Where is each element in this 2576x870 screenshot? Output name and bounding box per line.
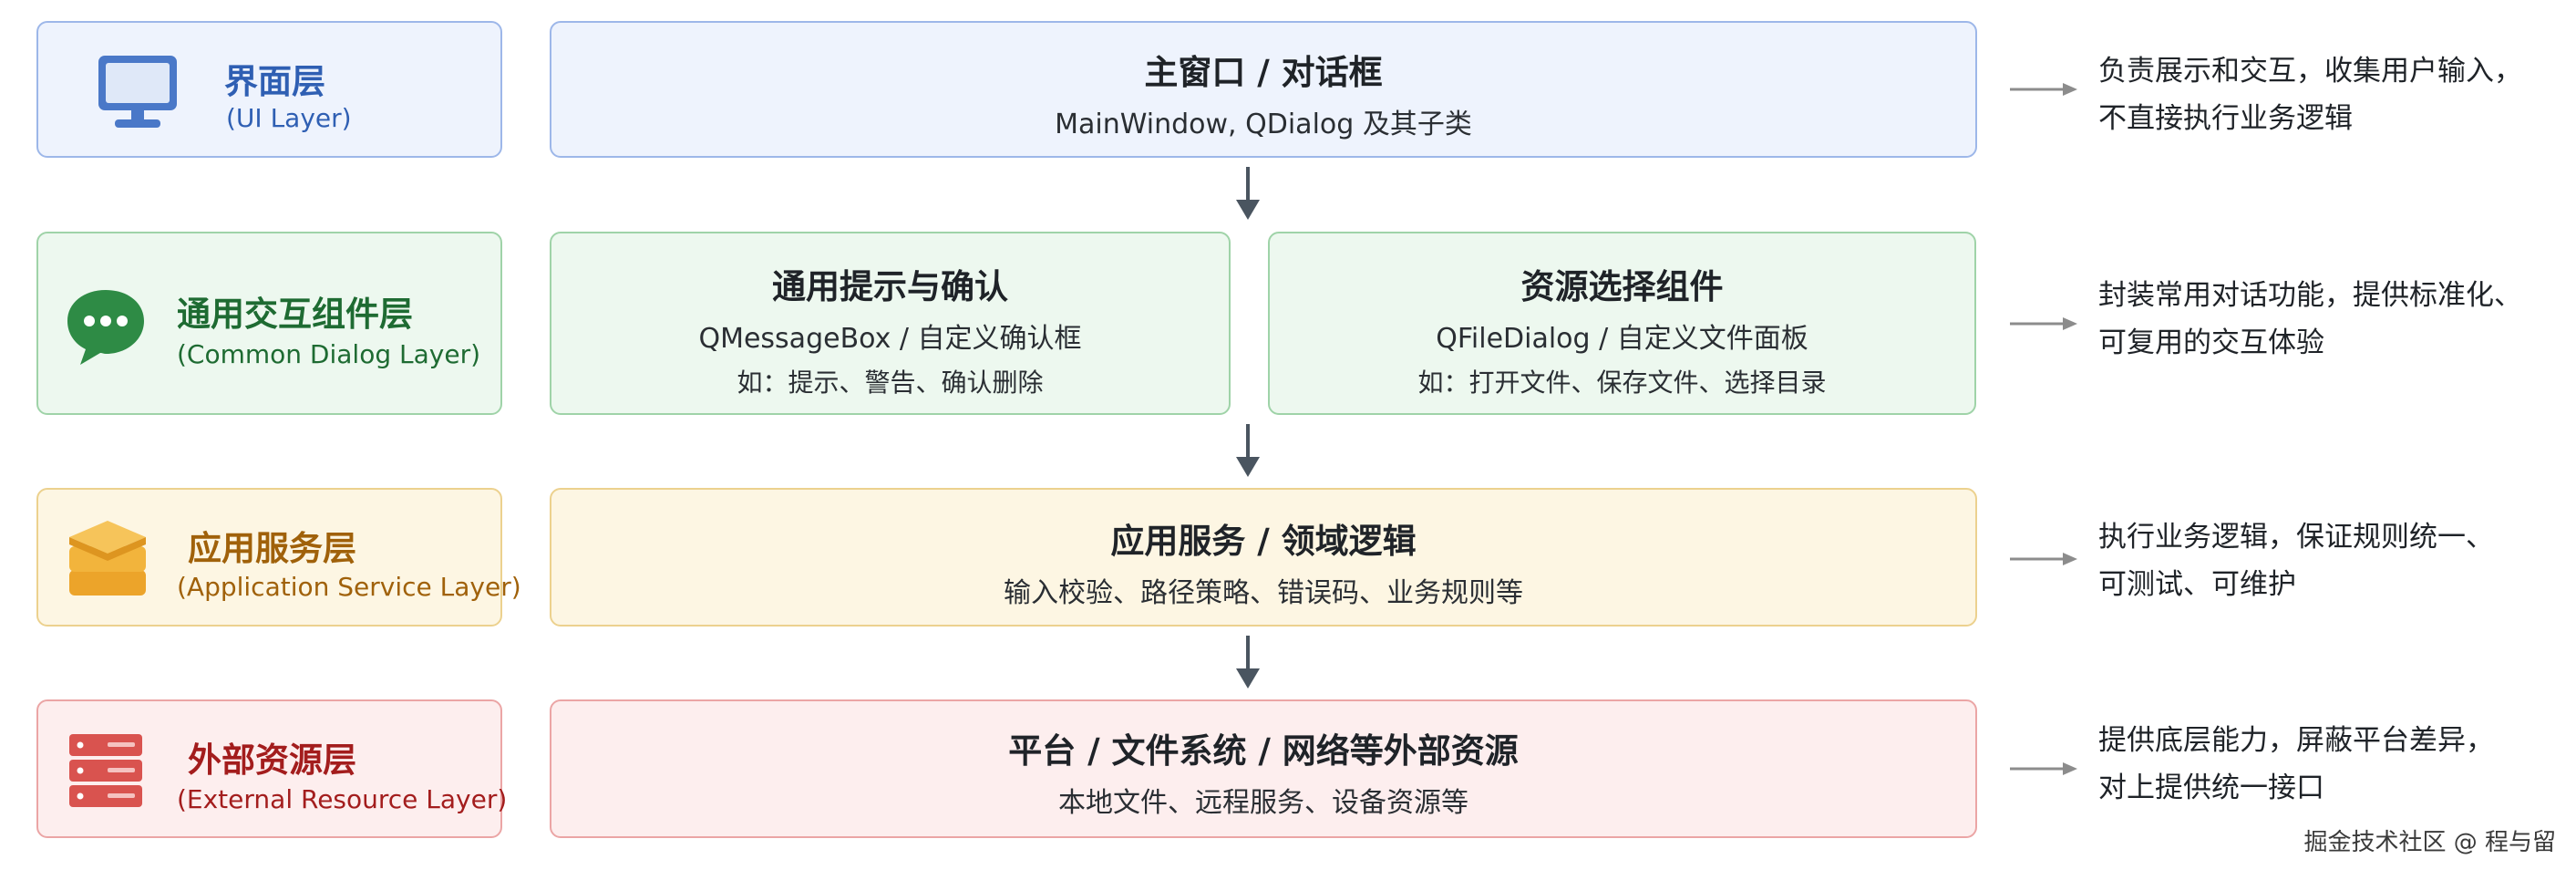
ui-layer-label-box: 界面层 (UI Layer) — [36, 21, 502, 158]
layers-stack-icon — [69, 521, 146, 596]
layer-title: 界面层 — [224, 62, 325, 101]
description-line: 负责展示和交互，收集用户输入， — [2098, 55, 2522, 88]
layer-title: 外部资源层 — [188, 741, 356, 780]
down-arrow-icon — [1236, 636, 1260, 689]
layer-description: 封装常用对话功能，提供标准化、 可复用的交互体验 — [2098, 272, 2522, 367]
down-arrow-icon — [1236, 424, 1260, 477]
layer-title: 通用交互组件层 — [177, 295, 413, 334]
service-layer-label-box: 应用服务层 (Application Service Layer) — [36, 488, 521, 627]
external-resource-card: 平台 / 文件系统 / 网络等外部资源 本地文件、远程服务、设备资源等 — [550, 699, 1977, 838]
layer-subtitle: (UI Layer) — [226, 103, 352, 133]
card-title: 主窗口 / 对话框 — [1144, 53, 1383, 92]
layer-subtitle: (Application Service Layer) — [177, 572, 521, 602]
card-title: 应用服务 / 领域逻辑 — [1110, 522, 1417, 561]
chat-bubble-icon — [67, 290, 144, 365]
card-line: QMessageBox / 自定义确认框 — [698, 323, 1082, 355]
monitor-icon — [98, 56, 177, 128]
layer-subtitle: (Common Dialog Layer) — [177, 339, 481, 369]
card-line: 输入校验、路径策略、错误码、业务规则等 — [1004, 577, 1523, 609]
right-arrow-icon — [2010, 553, 2077, 565]
description-line: 不直接执行业务逻辑 — [2098, 102, 2353, 135]
description-line: 封装常用对话功能，提供标准化、 — [2098, 279, 2522, 312]
layer-subtitle: (External Resource Layer) — [177, 784, 508, 814]
server-icon — [69, 734, 142, 807]
card-line: 本地文件、远程服务、设备资源等 — [1058, 787, 1468, 819]
layer-description: 负责展示和交互，收集用户输入， 不直接执行业务逻辑 — [2098, 47, 2522, 142]
description-line: 提供底层能力，屏蔽平台差异， — [2098, 724, 2494, 757]
card-line: QFileDialog / 自定义文件面板 — [1436, 323, 1808, 355]
right-arrow-icon — [2010, 317, 2077, 330]
down-arrow-icon — [1236, 167, 1260, 220]
card-title: 平台 / 文件系统 / 网络等外部资源 — [1008, 731, 1519, 771]
layer-title: 应用服务层 — [188, 529, 356, 568]
card-title: 通用提示与确认 — [772, 267, 1008, 306]
card-example: 如：提示、警告、确认删除 — [737, 368, 1044, 398]
watermark: 掘金技术社区 @ 程与留 — [2303, 829, 2556, 856]
description-line: 可复用的交互体验 — [2098, 326, 2324, 359]
card-title: 资源选择组件 — [1520, 267, 1724, 306]
card-line: MainWindow, QDialog 及其子类 — [1055, 109, 1472, 140]
external-layer-label-box: 外部资源层 (External Resource Layer) — [36, 699, 507, 838]
right-arrow-icon — [2010, 83, 2077, 96]
resource-picker-card: 资源选择组件 QFileDialog / 自定义文件面板 如：打开文件、保存文件… — [1268, 232, 1976, 415]
dialog-layer-label-box: 通用交互组件层 (Common Dialog Layer) — [36, 232, 502, 415]
main-window-card: 主窗口 / 对话框 MainWindow, QDialog 及其子类 — [550, 21, 1977, 158]
right-arrow-icon — [2010, 762, 2077, 775]
service-card: 应用服务 / 领域逻辑 输入校验、路径策略、错误码、业务规则等 — [550, 488, 1977, 627]
description-line: 执行业务逻辑，保证规则统一、 — [2098, 521, 2494, 554]
message-card: 通用提示与确认 QMessageBox / 自定义确认框 如：提示、警告、确认删… — [550, 232, 1231, 415]
description-line: 对上提供统一接口 — [2098, 772, 2324, 804]
layer-description: 执行业务逻辑，保证规则统一、 可测试、可维护 — [2098, 513, 2494, 608]
description-line: 可测试、可维护 — [2098, 568, 2296, 601]
card-example: 如：打开文件、保存文件、选择目录 — [1417, 368, 1827, 398]
layer-description: 提供底层能力，屏蔽平台差异， 对上提供统一接口 — [2098, 717, 2494, 812]
